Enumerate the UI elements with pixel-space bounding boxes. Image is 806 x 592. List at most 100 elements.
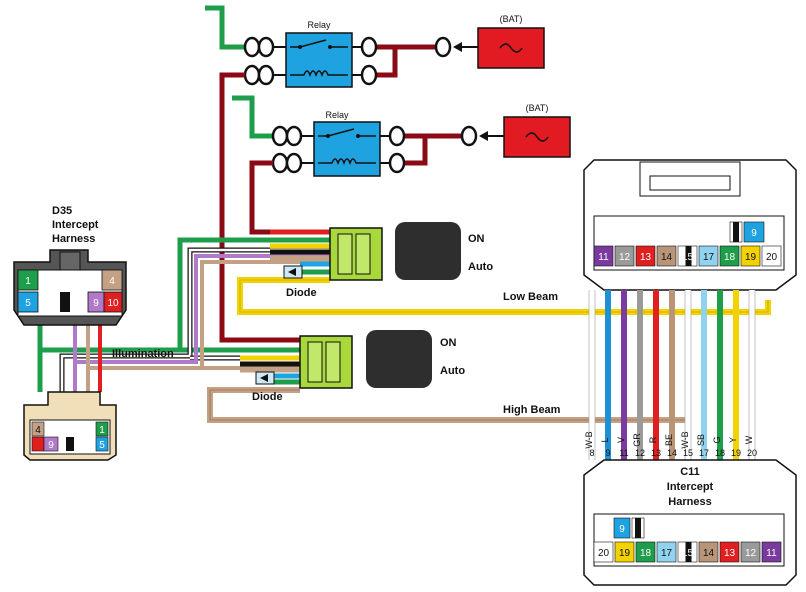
d35-mate-pin: 5 (99, 440, 105, 451)
d35-pin: 5 (25, 298, 31, 309)
d35-mate-pin: 1 (99, 425, 105, 436)
low-beam-switch-wires: Diode (237, 229, 771, 315)
battery-top-label: (BAT) (500, 14, 523, 24)
high-beam-switch-body (366, 330, 432, 388)
relay-bottom (313, 121, 381, 177)
c11-pin: 19 (619, 548, 631, 559)
d35-title-line1: D35 (52, 205, 72, 217)
c11-wire-code: BE (664, 434, 674, 446)
c11-wire-code: W-B (584, 431, 594, 448)
low-beam-label: Low Beam (503, 291, 558, 303)
connector-oval (257, 64, 275, 86)
bottom-relay-circuit: Relay (BAT) (232, 95, 571, 177)
c11-pin: 17 (661, 548, 673, 559)
low-beam-on-label: ON (468, 233, 485, 245)
c11-pin: 12 (745, 548, 757, 559)
c11-pin: 18 (640, 548, 652, 559)
c11-bottom-pin: 9 (619, 524, 625, 535)
d35-intercept-harness: D35 Intercept Harness 1 4 5 9 10 (13, 205, 127, 326)
c11-wire-pin: 11 (619, 448, 628, 458)
c11-wire-code: L (600, 437, 610, 442)
connector-oval (388, 125, 406, 147)
c11-pin: 14 (661, 252, 673, 263)
c11-title-line2: Intercept (667, 481, 714, 493)
connector-arrow (479, 131, 488, 141)
c11-pin: 11 (598, 252, 609, 263)
connector-oval (360, 36, 378, 58)
fuse-icon (499, 43, 523, 53)
c11-wire-code: Y (728, 437, 738, 443)
high-beam-on-label: ON (440, 337, 457, 349)
c11-wire-code: GR (632, 433, 642, 447)
c11-top-pin-row: 11 12 13 14 15 17 18 19 20 (593, 245, 782, 267)
connector-oval (285, 125, 303, 147)
c11-wire-code: R (648, 436, 658, 443)
connector-oval (243, 64, 261, 86)
d35-pin: 1 (25, 276, 31, 287)
c11-wire-pin: 13 (651, 448, 661, 458)
c11-wire-code: V (616, 437, 626, 443)
c11-pin: 18 (724, 252, 736, 263)
battery-bottom-label: (BAT) (526, 103, 549, 113)
c11-wire-pin: 19 (731, 448, 741, 458)
fuse-icon (525, 132, 549, 142)
c11-wire-pin: 8 (589, 448, 594, 458)
c11-wire-code: G (712, 436, 722, 443)
c11-pin: 17 (703, 252, 715, 263)
connector-arrow (453, 42, 462, 52)
wire-relay-top-to-high-beam-switch (219, 72, 300, 343)
connector-oval (434, 36, 452, 58)
high-beam-switch: ON Auto (299, 330, 465, 389)
diode-top-label: Diode (286, 287, 317, 299)
c11-wire-pin: 9 (605, 448, 610, 458)
c11-pin: 15 (682, 548, 694, 559)
wire-green-relay-bottom (232, 95, 276, 139)
c11-pin: 20 (766, 252, 778, 263)
c11-pin: 11 (766, 548, 777, 559)
c11-pin: 12 (619, 252, 631, 263)
high-beam-switch-wires: Diode (207, 300, 691, 423)
c11-wire-code: SB (696, 434, 706, 446)
relay-top (285, 32, 353, 88)
c11-pin: 20 (598, 548, 610, 559)
c11-wire-pin: 18 (715, 448, 725, 458)
d35-mate-pin: 9 (48, 440, 54, 451)
c11-title-line1: C11 (680, 466, 700, 478)
c11-pin: 14 (703, 548, 715, 559)
d35-pin: 4 (109, 276, 115, 287)
low-beam-switch-body (395, 222, 461, 280)
c11-pin: 13 (724, 548, 736, 559)
connector-oval (388, 152, 406, 174)
harness-wires (37, 237, 330, 392)
relay-bottom-label: Relay (325, 110, 349, 120)
d35-title-line3: Harness (52, 233, 95, 245)
c11-wire-pin: 20 (747, 448, 757, 458)
connector-oval (257, 36, 275, 58)
c11-pin: 15 (682, 252, 694, 263)
d35-mating-connector: 4 9 1 5 (23, 391, 117, 461)
c11-pin: 9 (751, 228, 757, 239)
d35-mate-pin: 4 (35, 425, 41, 436)
wire-relay-bottom-loop (405, 136, 428, 166)
low-beam-auto-label: Auto (468, 261, 493, 273)
low-beam-switch: ON Auto (329, 222, 493, 281)
c11-pin: 13 (640, 252, 652, 263)
top-relay-circuit: Relay (BAT) (205, 5, 545, 88)
connector-oval (271, 152, 289, 174)
c11-wire-pin: 17 (699, 448, 709, 458)
connector-oval (360, 64, 378, 86)
high-beam-auto-label: Auto (440, 365, 465, 377)
c11-connector-bottom: C11 Intercept Harness 9 (583, 459, 797, 586)
d35-pin: 10 (107, 298, 119, 309)
c11-title-line3: Harness (668, 496, 711, 508)
illumination-label: Illumination (112, 348, 174, 360)
connector-oval (243, 36, 261, 58)
c11-wire-pin: 15 (683, 448, 693, 458)
c11-pin: 19 (745, 252, 757, 263)
c11-bottom-pin-row: 20 19 18 17 15 14 13 12 11 (593, 541, 782, 563)
connector-oval (271, 125, 289, 147)
c11-wire-code: W-B (680, 431, 690, 448)
relay-top-label: Relay (307, 20, 331, 30)
connector-oval (460, 125, 478, 147)
